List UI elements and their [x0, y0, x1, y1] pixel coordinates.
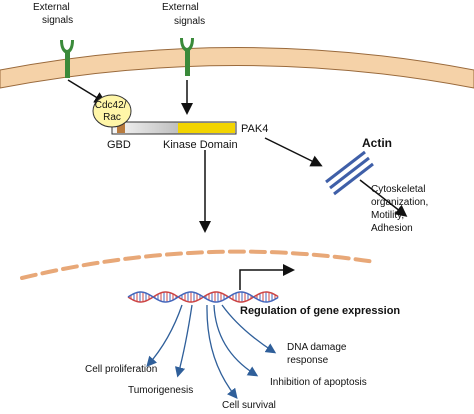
regulation-label: Regulation of gene expression: [240, 305, 400, 317]
receptor-2-icon: [180, 38, 194, 76]
arrow-to-cell-survival: [206, 304, 238, 400]
actin-filament-icon: [325, 150, 374, 196]
arrow-to-cell-proliferation: [146, 304, 183, 367]
cdc42-rac-ellipse: [92, 94, 132, 128]
arrow-to-inhibition-of-apoptosis: [213, 304, 259, 377]
pak4-label: PAK4: [241, 123, 268, 135]
tumorigenesis-label: Tumorigenesis: [128, 385, 193, 396]
cdc42-rac-label: Cdc42/ Rac: [95, 100, 129, 123]
arrow-pak4-to-actin: [264, 137, 323, 167]
cell-proliferation-label: Cell proliferation: [85, 364, 157, 375]
cell-survival-label: Cell survival: [222, 400, 276, 409]
dna-damage-label: DNA damage response: [287, 342, 349, 366]
receptor-1-icon: [60, 40, 74, 78]
gbd-block: [117, 123, 125, 133]
nuclear-envelope: [20, 249, 377, 280]
inhibition-of-apoptosis-label: Inhibition of apoptosis: [270, 377, 367, 388]
kinase-domain-label: Kinase Domain: [163, 139, 238, 151]
kinase-domain-block: [178, 123, 235, 133]
transcription-start-arrow: [239, 264, 295, 290]
dna-helix-icon: [127, 291, 279, 303]
cytoskeletal-label: Cytoskeletal organization, Motility, Adh…: [371, 184, 431, 234]
arrow-receptor1-to-cdc42: [67, 79, 107, 104]
arrow-to-dna-damage: [221, 304, 277, 354]
cell-membrane: [0, 47, 474, 89]
external-signals-label-2: External signals: [162, 2, 205, 27]
gbd-label: GBD: [107, 139, 131, 151]
arrow-to-tumorigenesis: [174, 304, 193, 378]
dna-strand-2: [127, 291, 279, 303]
arrow-actin-to-cytoskeletal: [359, 179, 408, 217]
actin-label: Actin: [362, 136, 392, 150]
external-signals-label-1: External signals: [33, 2, 73, 26]
